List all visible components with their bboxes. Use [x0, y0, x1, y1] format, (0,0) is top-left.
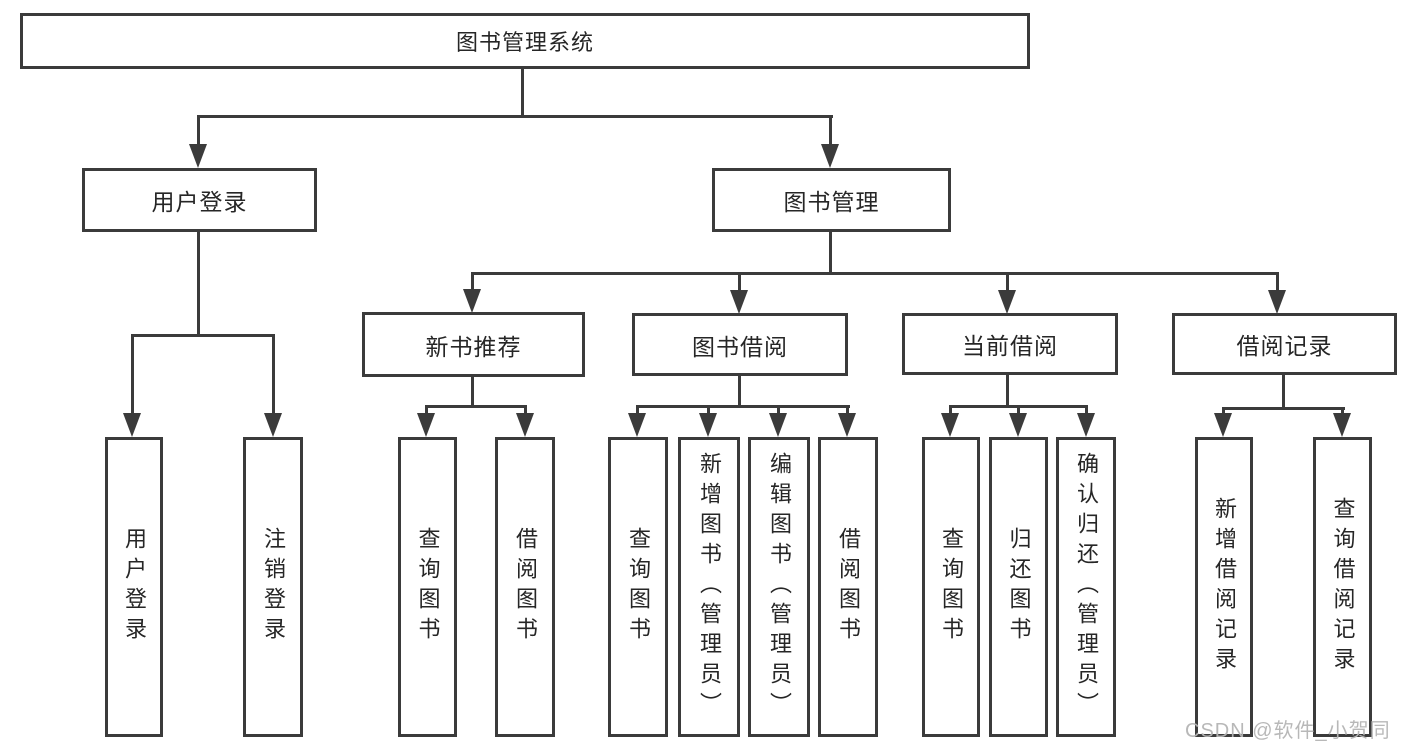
arrowhead-icon: [838, 413, 856, 437]
leaf-borrow-book: 借阅图书: [818, 437, 878, 737]
connector-line: [636, 405, 639, 419]
arrowhead-icon: [123, 413, 141, 437]
arrowhead-icon: [417, 413, 435, 437]
connector-line: [738, 376, 741, 408]
arrowhead-icon: [998, 290, 1016, 314]
leaf-query-book-borrow: 查询图书: [608, 437, 668, 737]
connector-line: [197, 232, 200, 337]
arrowhead-icon: [1268, 290, 1286, 314]
leaf-borrow-book-recommend: 借阅图书: [495, 437, 555, 737]
leaf-label: 新增借阅记录: [1212, 497, 1237, 677]
leaf-label: 查询图书: [415, 527, 441, 647]
connector-line: [131, 334, 275, 337]
node-book-borrow: 图书借阅: [632, 313, 848, 376]
connector-line: [425, 405, 527, 408]
connector-line: [197, 115, 200, 147]
connector-line: [777, 405, 780, 419]
connector-line: [1085, 405, 1088, 419]
node-book-management: 图书管理: [712, 168, 951, 232]
leaf-confirm-return-admin: 确认归还（管理员）: [1056, 437, 1116, 737]
arrowhead-icon: [1009, 413, 1027, 437]
arrowhead-icon: [730, 290, 748, 314]
arrowhead-icon: [628, 413, 646, 437]
connector-line: [707, 405, 710, 419]
leaf-label: 注销登录: [261, 527, 286, 647]
connector-line: [131, 334, 134, 419]
connector-line: [1006, 375, 1009, 408]
connector-line: [197, 115, 833, 118]
connector-line: [524, 405, 527, 419]
leaf-query-book-current: 查询图书: [922, 437, 980, 737]
arrowhead-icon: [516, 413, 534, 437]
csdn-watermark: CSDN @软件_小贺同学: [1185, 720, 1391, 742]
leaf-logout-login: 注销登录: [243, 437, 303, 737]
connector-line: [1006, 272, 1009, 292]
leaf-query-borrow-record: 查询借阅记录: [1313, 437, 1372, 737]
connector-line: [471, 377, 474, 408]
connector-line: [636, 405, 850, 408]
arrowhead-icon: [941, 413, 959, 437]
connector-line: [471, 272, 1279, 275]
arrowhead-icon: [1077, 413, 1095, 437]
connector-line: [1276, 272, 1279, 292]
node-user-login: 用户登录: [82, 168, 317, 232]
leaf-query-book-recommend: 查询图书: [398, 437, 457, 737]
connector-line: [1222, 407, 1345, 410]
leaf-label: 新增图书（管理员）: [697, 452, 722, 722]
leaf-label: 查询图书: [939, 527, 964, 647]
leaf-label: 确认归还（管理员）: [1074, 452, 1099, 722]
node-current-borrow: 当前借阅: [902, 313, 1118, 375]
leaf-label: 用户登录: [122, 527, 147, 647]
arrowhead-icon: [1333, 413, 1351, 437]
connector-line: [949, 405, 952, 419]
connector-line: [272, 334, 275, 419]
arrowhead-icon: [769, 413, 787, 437]
leaf-edit-book-admin: 编辑图书（管理员）: [748, 437, 810, 737]
arrowhead-icon: [1214, 413, 1232, 437]
connector-line: [846, 405, 849, 419]
leaf-label: 归还图书: [1006, 527, 1032, 647]
node-new-book-recommend: 新书推荐: [362, 312, 585, 377]
arrowhead-icon: [189, 144, 207, 168]
leaf-label: 查询借阅记录: [1330, 497, 1356, 677]
arrowhead-icon: [463, 289, 481, 313]
arrowhead-icon: [264, 413, 282, 437]
node-borrow-record: 借阅记录: [1172, 313, 1397, 375]
connector-line: [1282, 375, 1285, 410]
leaf-return-book: 归还图书: [989, 437, 1048, 737]
leaf-label: 借阅图书: [836, 527, 861, 647]
connector-line: [425, 405, 428, 419]
connector-line: [521, 69, 524, 118]
leaf-add-book-admin: 新增图书（管理员）: [678, 437, 740, 737]
leaf-user-login: 用户登录: [105, 437, 163, 737]
connector-line: [471, 272, 474, 292]
connector-line: [829, 232, 832, 275]
leaf-label: 借阅图书: [513, 527, 538, 647]
leaf-label: 查询图书: [626, 527, 651, 647]
arrowhead-icon: [821, 144, 839, 168]
leaf-add-borrow-record: 新增借阅记录: [1195, 437, 1253, 737]
arrowhead-icon: [699, 413, 717, 437]
connector-line: [1017, 405, 1020, 419]
leaf-label: 编辑图书（管理员）: [767, 452, 792, 722]
connector-line: [738, 272, 741, 292]
connector-line: [829, 115, 832, 147]
node-root-library-system: 图书管理系统: [20, 13, 1030, 69]
